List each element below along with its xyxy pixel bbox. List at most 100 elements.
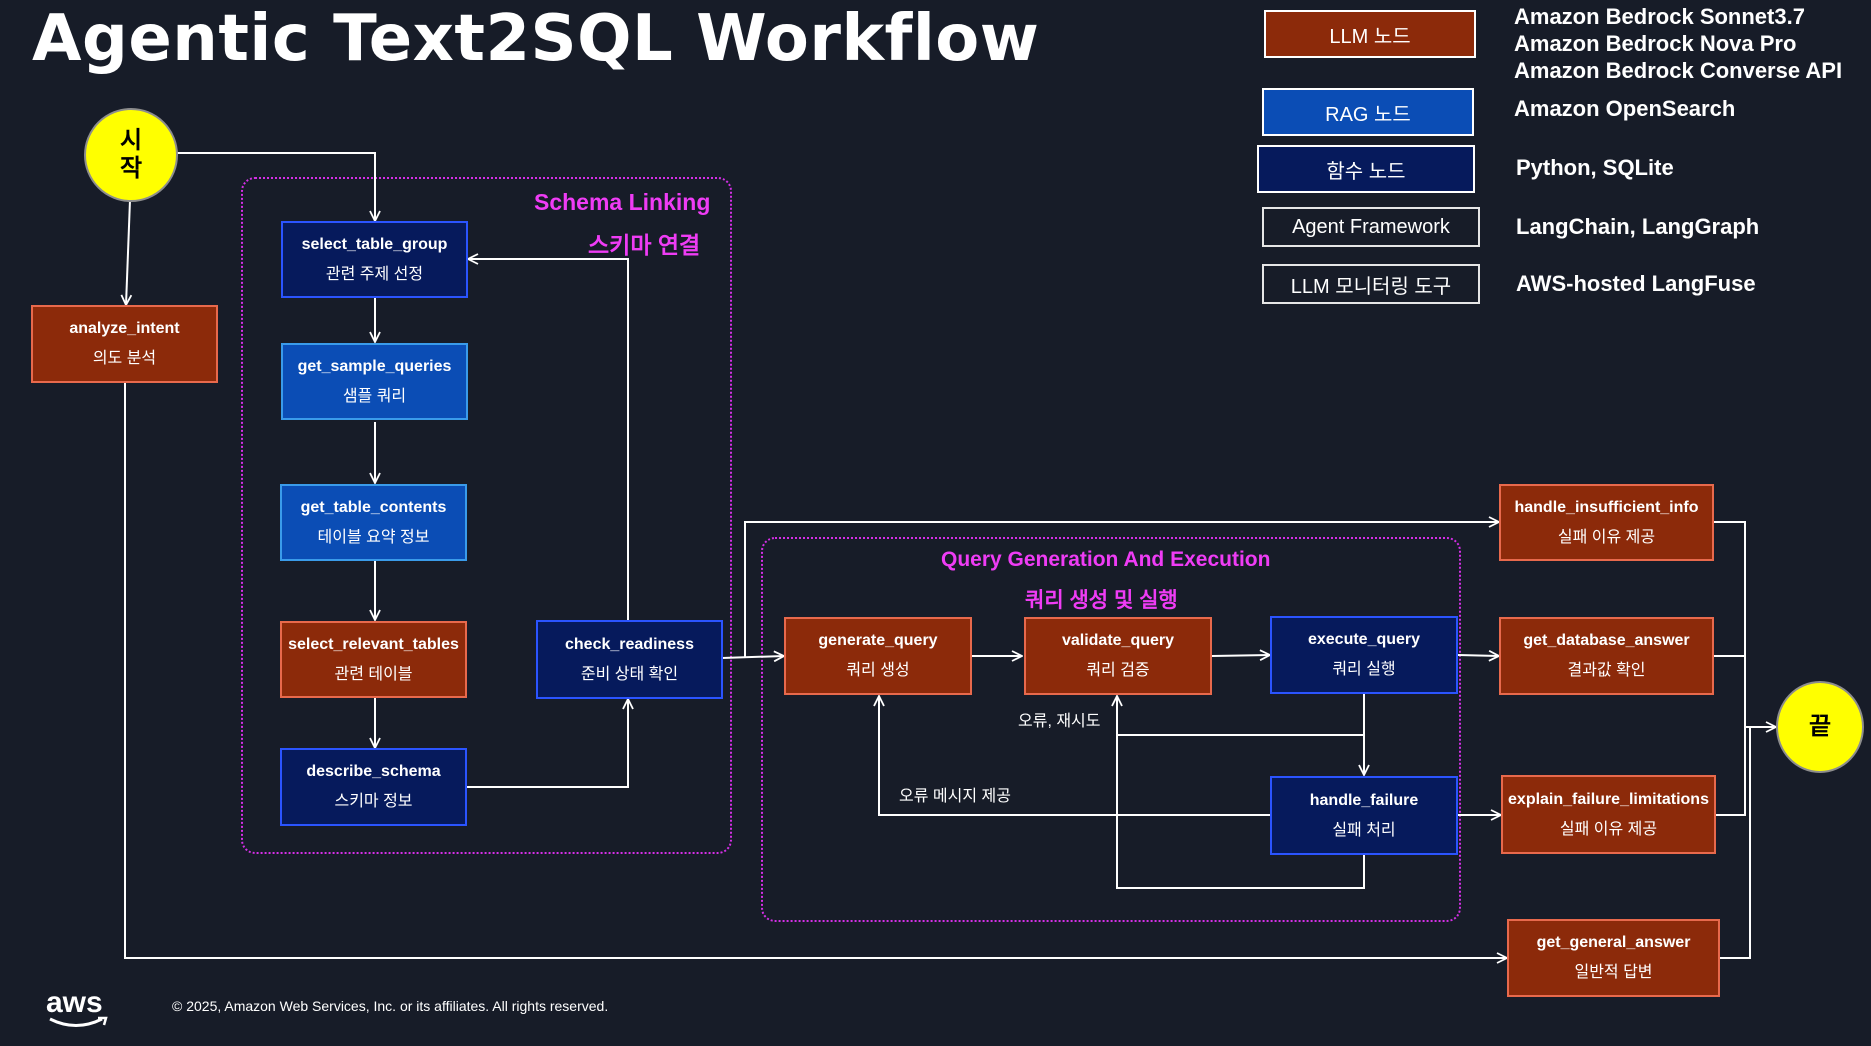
- edge-failure-to-validate-loop: [1116, 735, 1365, 889]
- node-explain-failure-limitations: explain_failure_limitations 실패 이유 제공: [1501, 775, 1716, 854]
- schema-linking-group: [241, 177, 732, 854]
- edge-execute-to-validate-retry: [1117, 696, 1364, 736]
- node-desc: 실패 이유 제공: [1557, 528, 1656, 546]
- query-generation-title: Query Generation And Execution: [941, 548, 1271, 571]
- legend-function-desc: Python, SQLite: [1516, 154, 1674, 181]
- node-name: generate_query: [818, 632, 938, 649]
- start-label: 시 작: [119, 127, 143, 182]
- node-get-table-contents: get_table_contents 테이블 요약 정보: [280, 484, 467, 561]
- legend-monitoring-tool: LLM 모니터링 도구: [1262, 264, 1480, 304]
- legend-desc-line: Amazon Bedrock Nova Pro: [1514, 31, 1797, 56]
- node-desc: 쿼리 실행: [1332, 661, 1396, 678]
- node-name: analyze_intent: [69, 320, 180, 337]
- legend-function-node: 함수 노드: [1257, 145, 1475, 193]
- node-analyze-intent: analyze_intent 의도 분석: [31, 305, 218, 383]
- legend-llm-desc: Amazon Bedrock Sonnet3.7 Amazon Bedrock …: [1514, 3, 1842, 84]
- node-describe-schema: describe_schema 스키마 정보: [280, 748, 467, 826]
- schema-linking-title: Schema Linking: [534, 189, 711, 215]
- node-generate-query: generate_query 쿼리 생성: [784, 617, 972, 695]
- node-name: validate_query: [1061, 632, 1175, 649]
- edge-label-retry: 오류, 재시도: [1018, 713, 1101, 730]
- node-desc: 결과값 확인: [1567, 662, 1646, 679]
- query-generation-title-ko: 쿼리 생성 및 실행: [1025, 589, 1178, 612]
- edge-start-to-analyze-intent: [126, 199, 130, 305]
- node-select-relevant-tables: select_relevant_tables 관련 테이블: [280, 621, 467, 698]
- node-desc: 관련 테이블: [334, 665, 413, 683]
- node-desc: 실패 처리: [1332, 821, 1396, 839]
- node-desc: 의도 분석: [92, 350, 157, 367]
- node-name: execute_query: [1307, 631, 1421, 648]
- node-desc: 실패 이유 제공: [1559, 820, 1658, 838]
- node-desc: 일반적 답변: [1574, 964, 1653, 981]
- node-get-sample-queries: get_sample_queries 샘플 쿼리: [281, 343, 468, 420]
- node-desc: 테이블 요약 정보: [317, 528, 430, 546]
- node-handle-failure: handle_failure 실패 처리: [1270, 776, 1458, 855]
- node-name: get_sample_queries: [297, 357, 452, 375]
- node-desc: 스키마 정보: [334, 793, 413, 810]
- legend-rag-desc: Amazon OpenSearch: [1514, 95, 1735, 122]
- edge-general-to-end: [1720, 727, 1751, 959]
- query-generation-group: [761, 537, 1461, 922]
- edge-check-readiness-to-generate: [721, 656, 784, 658]
- node-handle-insufficient-info: handle_insufficient_info 실패 이유 제공: [1499, 484, 1714, 561]
- page-title: Agentic Text2SQL Workflow: [32, 2, 1040, 76]
- node-name: handle_insufficient_info: [1514, 498, 1699, 516]
- legend-desc-line: Python, SQLite: [1516, 155, 1674, 180]
- node-name: get_table_contents: [300, 498, 447, 516]
- edge-explain-to-end: [1716, 727, 1746, 816]
- legend-framework-desc: LangChain, LangGraph: [1516, 213, 1759, 240]
- edge-execute-to-db-answer: [1457, 655, 1499, 656]
- edge-check-readiness-to-select-group: [468, 259, 629, 620]
- aws-logo: aws: [46, 986, 103, 1019]
- node-get-database-answer: get_database_answer 결과값 확인: [1499, 617, 1714, 695]
- legend-desc-line: Amazon Bedrock Converse API: [1514, 58, 1843, 83]
- edge-insufficient-to-end: [1714, 521, 1746, 727]
- edge-intent-to-general-answer: [124, 383, 1507, 958]
- node-desc: 샘플 쿼리: [342, 387, 407, 405]
- node-execute-query: execute_query 쿼리 실행: [1270, 616, 1458, 694]
- node-desc: 관련 주제 선정: [325, 265, 424, 283]
- legend-label: 함수 노드: [1326, 160, 1406, 183]
- node-desc: 준비 상태 확인: [580, 665, 679, 683]
- edge-start-to-select-table-group: [176, 152, 375, 221]
- edge-label-error-message: 오류 메시지 제공: [899, 788, 1011, 805]
- start-node: 시 작: [84, 108, 178, 202]
- legend-desc-line: Amazon OpenSearch: [1514, 96, 1736, 121]
- legend-label: Agent Framework: [1292, 215, 1450, 238]
- node-name: check_readiness: [565, 635, 694, 653]
- end-label: 끝: [1808, 713, 1832, 740]
- legend-desc-line: AWS-hosted LangFuse: [1516, 271, 1756, 296]
- node-select-table-group: select_table_group 관련 주제 선정: [281, 221, 468, 298]
- node-name: select_relevant_tables: [288, 635, 459, 653]
- node-name: explain_failure_limitations: [1508, 790, 1709, 808]
- copyright-footer: © 2025, Amazon Web Services, Inc. or its…: [172, 998, 609, 1014]
- legend-desc-line: Amazon Bedrock Sonnet3.7: [1514, 4, 1805, 29]
- edge-check-readiness-to-insufficient: [744, 522, 1499, 657]
- node-check-readiness: check_readiness 준비 상태 확인: [536, 620, 723, 699]
- node-name: describe_schema: [306, 763, 441, 780]
- legend-monitoring-desc: AWS-hosted LangFuse: [1516, 270, 1756, 297]
- edge-describe-to-check-readiness: [466, 699, 628, 788]
- legend-label: RAG 노드: [1325, 103, 1411, 126]
- node-desc: 쿼리 생성: [846, 662, 910, 679]
- node-name: get_general_answer: [1536, 934, 1691, 951]
- aws-smile-icon: [49, 1016, 108, 1027]
- schema-linking-title-ko: 스키마 연결: [588, 232, 701, 258]
- node-name: select_table_group: [301, 235, 448, 253]
- legend-label: LLM 모니터링 도구: [1290, 275, 1452, 298]
- legend-rag-node: RAG 노드: [1262, 88, 1474, 136]
- legend-label: LLM 노드: [1329, 25, 1411, 48]
- node-validate-query: validate_query 쿼리 검증: [1024, 617, 1212, 695]
- end-node: 끝: [1776, 681, 1864, 773]
- node-desc: 쿼리 검증: [1086, 662, 1150, 679]
- node-get-general-answer: get_general_answer 일반적 답변: [1507, 919, 1720, 997]
- legend-agent-framework: Agent Framework: [1262, 207, 1480, 247]
- node-name: get_database_answer: [1523, 632, 1690, 649]
- node-name: handle_failure: [1309, 791, 1419, 809]
- legend-llm-node: LLM 노드: [1264, 10, 1476, 58]
- edge-failure-to-generate: [879, 696, 1270, 816]
- edge-validate-to-execute: [1211, 655, 1270, 656]
- legend-desc-line: LangChain, LangGraph: [1516, 214, 1760, 239]
